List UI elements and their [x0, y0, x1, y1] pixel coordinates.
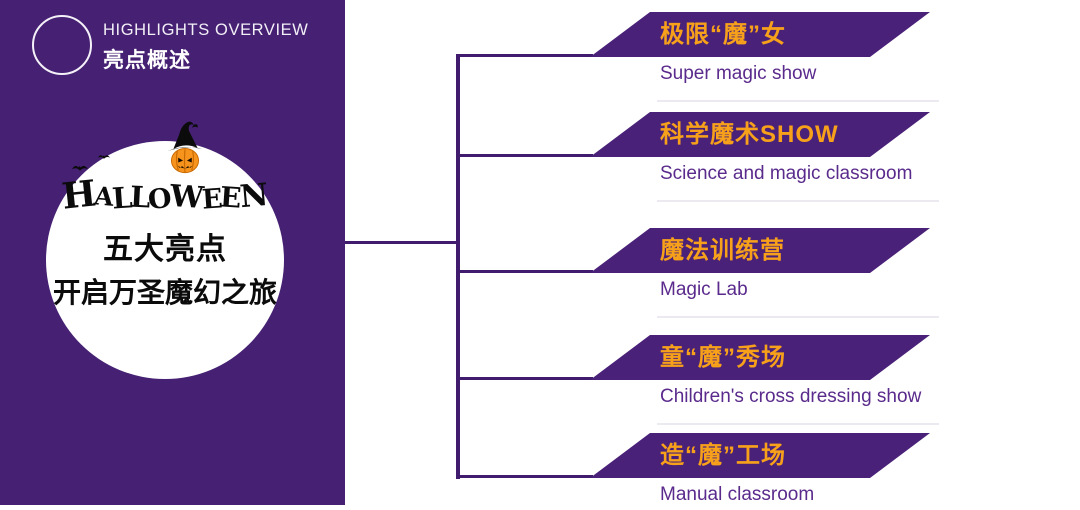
halloween-badge: HALLOWEEN 五大亮点 开启万圣魔幻之旅	[46, 121, 284, 379]
connector-branch-3	[456, 270, 593, 273]
highlight-item-2: 科学魔术SHOW Science and magic classroom	[590, 112, 942, 212]
divider-line	[657, 423, 939, 425]
section-title-cn: 亮点概述	[103, 49, 191, 72]
item-subtitle: Super magic show	[660, 63, 817, 84]
bat-icon	[72, 165, 88, 171]
badge-line2: 开启万圣魔幻之旅	[52, 277, 277, 308]
divider-line	[657, 200, 939, 202]
section-header: HIGHLIGHTS OVERVIEW 亮点概述	[103, 21, 308, 74]
bat-icon	[98, 155, 110, 159]
divider-line	[657, 316, 939, 318]
item-subtitle: Magic Lab	[660, 279, 748, 300]
witch-hat-pumpkin-icon	[167, 121, 203, 174]
item-title: 极限“魔”女	[660, 21, 786, 48]
item-title: 造“魔”工场	[660, 442, 786, 469]
item-title: 魔法训练营	[660, 237, 785, 264]
highlight-item-5: 造“魔”工场 Manual classroom	[590, 433, 942, 510]
connector-vertical	[456, 55, 460, 479]
halloween-logo-text: HALLOWEEN	[60, 172, 270, 218]
item-subtitle: Science and magic classroom	[660, 163, 913, 184]
badge-line1: 五大亮点	[103, 233, 227, 266]
item-subtitle: Children's cross dressing show	[660, 386, 922, 407]
highlight-item-1: 极限“魔”女 Super magic show	[590, 12, 942, 112]
item-banner: 科学魔术SHOW	[590, 112, 930, 157]
divider-line	[657, 100, 939, 102]
left-panel: HIGHLIGHTS OVERVIEW 亮点概述 HALLOWEEN	[0, 0, 345, 505]
item-banner: 极限“魔”女	[590, 12, 930, 57]
item-banner: 造“魔”工场	[590, 433, 930, 478]
section-title-en: HIGHLIGHTS OVERVIEW	[103, 21, 309, 39]
outline-circle-icon	[32, 15, 92, 75]
item-subtitle: Manual classroom	[660, 484, 815, 505]
highlight-item-3: 魔法训练营 Magic Lab	[590, 228, 942, 328]
connector-branch-4	[456, 377, 593, 380]
connector-main	[345, 241, 459, 244]
item-banner: 童“魔”秀场	[590, 335, 930, 380]
connector-branch-5	[456, 475, 593, 478]
item-title: 科学魔术SHOW	[660, 121, 839, 148]
item-title: 童“魔”秀场	[660, 344, 786, 371]
highlight-item-4: 童“魔”秀场 Children's cross dressing show	[590, 335, 942, 435]
connector-branch-1	[456, 54, 593, 57]
item-banner: 魔法训练营	[590, 228, 930, 273]
connector-branch-2	[456, 154, 593, 157]
